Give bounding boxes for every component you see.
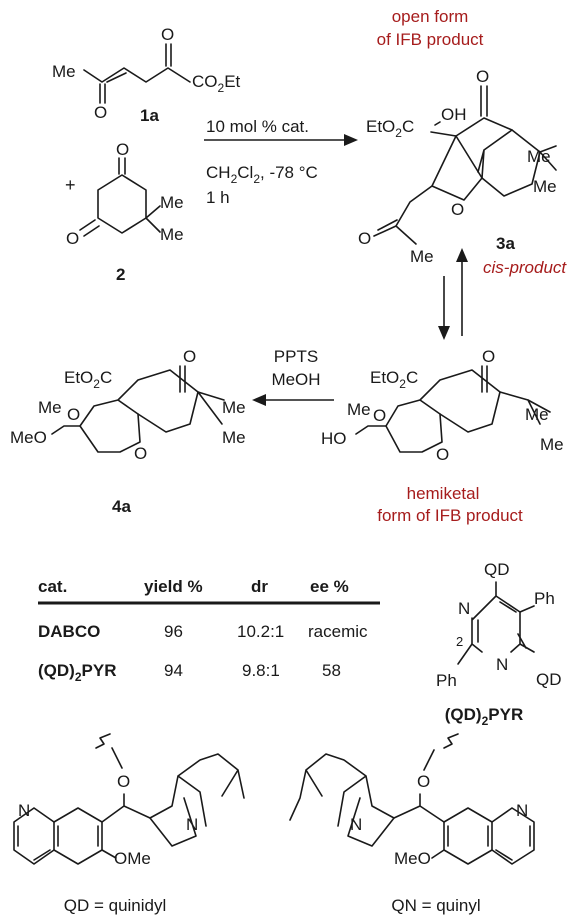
cis-product-caption: cis-product — [483, 258, 567, 277]
hemiketal-compound: EtO2C O Me O HO Me Me O hemiketal form o… — [321, 347, 564, 525]
methyl-label-b: Me — [540, 435, 564, 454]
row-ee: 58 — [322, 661, 341, 680]
ring-oxygen-2: O — [436, 445, 449, 464]
position-number: 2 — [456, 634, 463, 649]
bottom-oxygen: O — [66, 229, 79, 248]
ester-group: EtO2C — [366, 117, 414, 140]
reagent-meoh: MeOH — [271, 370, 320, 389]
row-dr: 9.8:1 — [242, 661, 280, 680]
top-oxygen: O — [116, 140, 129, 159]
quinoline-nitrogen: N — [18, 801, 30, 820]
ketone-oxygen: O — [94, 103, 107, 122]
quinyl-caption: QN = quinyl — [391, 896, 480, 915]
methyl-label: Me — [347, 400, 371, 419]
row-yield: 96 — [164, 622, 183, 641]
methoxy-label: OMe — [114, 849, 151, 868]
time-condition: 1 h — [206, 188, 230, 207]
keto-oxygen: O — [161, 25, 174, 44]
methyl-label-b: Me — [533, 177, 557, 196]
reagent-ppts: PPTS — [274, 347, 318, 366]
catalyst-condition: 10 mol % cat. — [206, 117, 309, 136]
ppts-arrow — [252, 394, 334, 406]
ether-oxygen: O — [117, 772, 130, 791]
compound-label-3a: 3a — [496, 234, 515, 253]
compound-3a: EtO2C OH O O O Me Me Me 3a cis-product — [358, 67, 567, 277]
methyl-label-a: Me — [222, 398, 246, 417]
compound-2: O O Me Me 2 — [66, 140, 184, 284]
open-form-caption-2: of IFB product — [377, 30, 484, 49]
solvent-condition: CH2Cl2, -78 °C — [206, 163, 318, 186]
phenyl-left-label: Ph — [436, 671, 457, 690]
ether-oxygen: O — [417, 772, 430, 791]
quinuclidine-nitrogen: N — [186, 815, 198, 834]
quinidyl-caption: QD = quinidyl — [64, 896, 167, 915]
compound-4a: EtO2C O Me O MeO Me Me O 4a — [10, 347, 246, 516]
compound-1a: Me O O CO2Et 1a — [52, 25, 241, 125]
ring-oxygen-1: O — [67, 405, 80, 424]
phenyl-right-label: Ph — [534, 589, 555, 608]
hydroxyl-label: OH — [441, 105, 467, 124]
header-dr: dr — [251, 577, 268, 596]
hemiketal-caption-1: hemiketal — [407, 484, 480, 503]
compound-label-4a: 4a — [112, 497, 131, 516]
methoxy-label: MeO — [394, 849, 431, 868]
row-cat: DABCO — [38, 622, 100, 641]
ketone-oxygen: O — [482, 347, 495, 366]
open-form-caption-1: open form — [392, 7, 469, 26]
acetone-oxygen: O — [358, 229, 371, 248]
quinidyl-right-label: QD — [536, 670, 562, 689]
methyl-label-b: Me — [222, 428, 246, 447]
ester-group: EtO2C — [370, 368, 418, 391]
header-yield: yield % — [144, 577, 203, 596]
methyl-label-1: Me — [160, 193, 184, 212]
nitrogen-top: N — [458, 599, 470, 618]
row-cat: (QD)2PYR — [38, 661, 116, 684]
quinyl-structure: O N N MeO QN = quinyl — [289, 733, 535, 915]
header-ee: ee % — [310, 577, 349, 596]
methyl-label-c: Me — [410, 247, 434, 266]
table-row: (QD)2PYR 94 9.8:1 58 — [38, 661, 341, 684]
methyl-label-2: Me — [160, 225, 184, 244]
row-ee: racemic — [308, 622, 368, 641]
table-row: DABCO 96 10.2:1 racemic — [38, 622, 368, 641]
pyrimidine-catalyst: QD Ph N N 2 Ph QD (QD)2PYR — [436, 560, 562, 728]
row-yield: 94 — [164, 661, 183, 680]
quinidyl-structure: O N N OMe QD = quinidyl — [13, 733, 245, 915]
catalyst-label: (QD)2PYR — [445, 705, 523, 728]
methyl-label: Me — [52, 62, 76, 81]
nitrogen-bottom: N — [496, 655, 508, 674]
equilibrium-arrows — [438, 248, 468, 340]
compound-label-2: 2 — [116, 265, 125, 284]
ester-group: CO2Et — [192, 72, 241, 95]
hemiketal-caption-2: form of IFB product — [377, 506, 523, 525]
compound-label-1a: 1a — [140, 106, 159, 125]
methyl-label-a: Me — [527, 147, 551, 166]
ketone-oxygen: O — [476, 67, 489, 86]
methyl-label-a: Me — [525, 405, 549, 424]
hydroxyl-label: HO — [321, 429, 347, 448]
reaction-arrow — [204, 134, 358, 146]
ring-oxygen-1: O — [373, 406, 386, 425]
ester-group: EtO2C — [64, 368, 112, 391]
header-cat: cat. — [38, 577, 67, 596]
ring-oxygen-2: O — [134, 444, 147, 463]
results-table: cat. yield % dr ee % DABCO 96 10.2:1 rac… — [38, 577, 380, 684]
quinoline-nitrogen: N — [516, 801, 528, 820]
plus-sign: + — [65, 175, 76, 195]
quinuclidine-nitrogen: N — [350, 815, 362, 834]
ketone-oxygen: O — [183, 347, 196, 366]
methyl-label: Me — [38, 398, 62, 417]
furan-oxygen: O — [451, 200, 464, 219]
methoxy-label: MeO — [10, 428, 47, 447]
row-dr: 10.2:1 — [237, 622, 284, 641]
quinidyl-top-label: QD — [484, 560, 510, 579]
